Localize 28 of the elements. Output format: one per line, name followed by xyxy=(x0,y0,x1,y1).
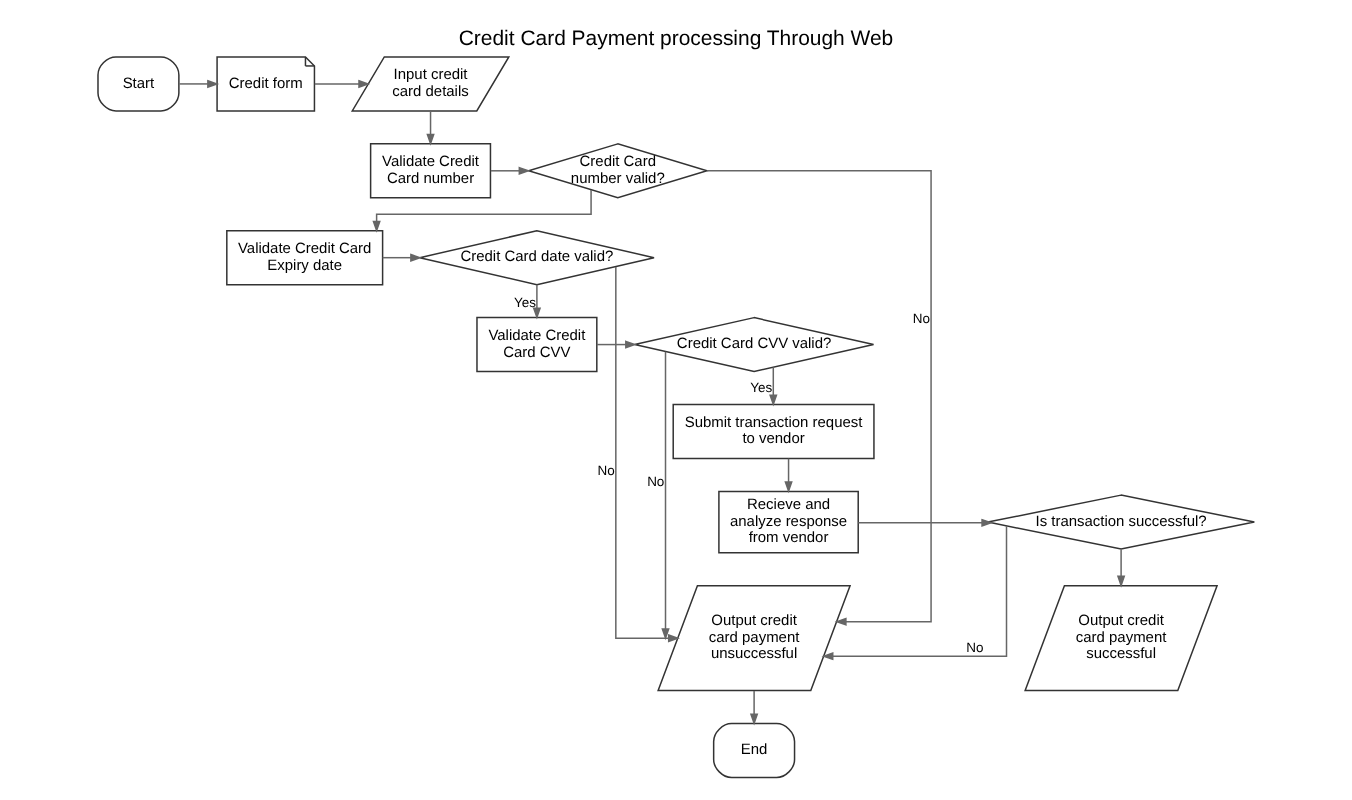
node-box: Validate Credit Card CVV xyxy=(476,316,598,373)
arrow xyxy=(178,79,220,89)
arrow xyxy=(490,166,531,175)
arrow xyxy=(769,366,778,407)
node-box: Start xyxy=(97,56,180,112)
arrow xyxy=(381,253,423,262)
arrow xyxy=(784,457,793,494)
arrow xyxy=(706,170,932,626)
arrow xyxy=(857,518,994,528)
diagram-title: Credit Card Payment processing Through Web xyxy=(458,29,894,52)
node-box: Submit transaction request to vendor xyxy=(672,403,875,460)
arrow xyxy=(1116,548,1126,588)
node-box: Validate Credit Card number xyxy=(369,143,492,199)
arrow xyxy=(314,79,371,89)
node-diamond: Is transaction successful? xyxy=(987,494,1256,550)
node-diamond: Credit Card number valid? xyxy=(526,143,710,199)
arrow xyxy=(596,340,638,349)
node-box: End xyxy=(712,722,796,779)
arrow xyxy=(821,525,1008,661)
arrow xyxy=(532,283,542,320)
arrow xyxy=(749,690,759,726)
node-diamond: Credit Card CVV valid? xyxy=(633,316,875,373)
node-box: Recieve and analyze response from vendor xyxy=(718,490,859,554)
node-box: Validate Credit Card Expiry date xyxy=(226,230,384,286)
arrow xyxy=(661,351,670,641)
arrow xyxy=(615,266,680,643)
node-diamond: Credit Card date valid? xyxy=(419,229,655,286)
arrow xyxy=(426,110,435,146)
